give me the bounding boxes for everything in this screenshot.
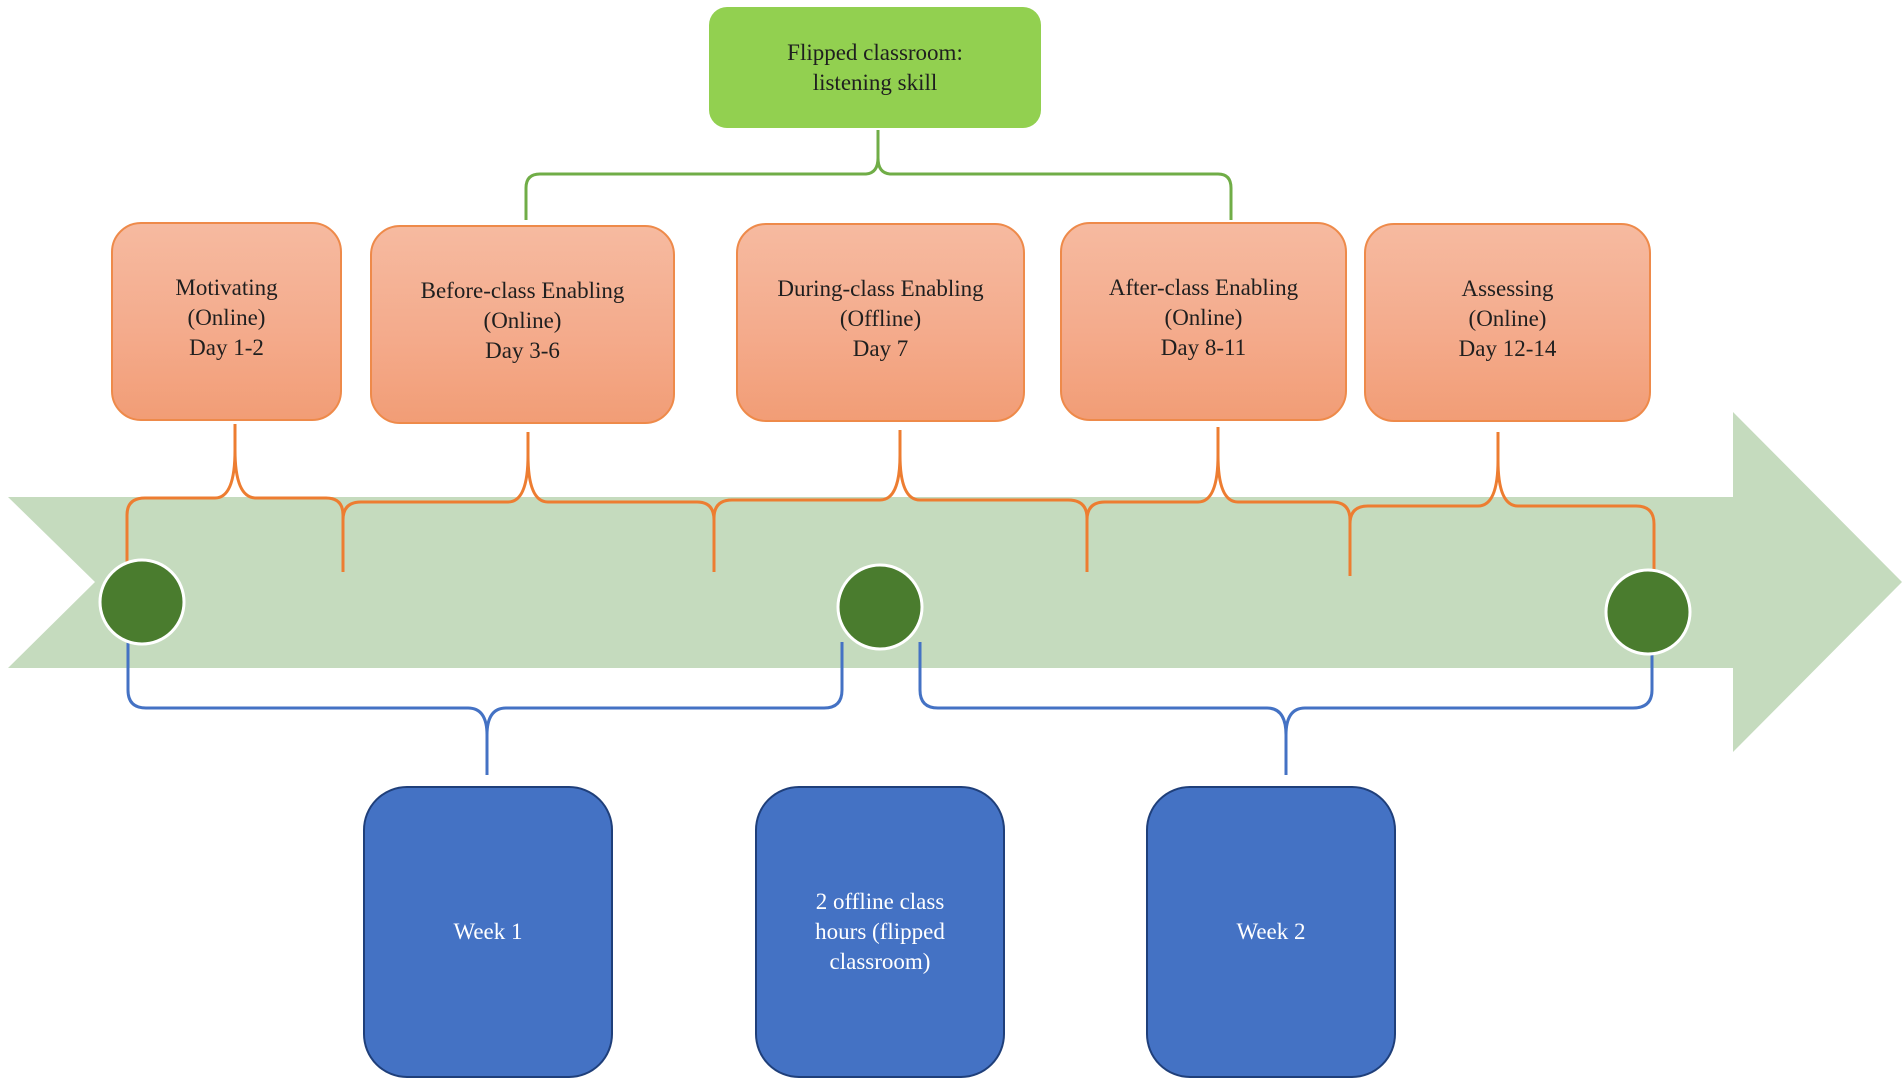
week-1-label: Week 1 [453,919,523,944]
bracket-after-class [1085,427,1352,576]
phase-title: Motivating [175,274,278,300]
phase-days: Day 12-14 [1458,335,1557,361]
phase-days: Day 3-6 [485,337,560,363]
phase-assessing: Assessing (Online) Day 12-14 [1364,223,1651,422]
phase-mode: (Online) [483,307,562,333]
bracket-during-class [712,430,1089,572]
phase-days: Day 7 [852,335,909,361]
week-2-box: Week 2 [1146,786,1396,1078]
phase-title: Before-class Enabling [420,277,625,303]
root-title-line-2: listening skill [812,69,938,95]
phase-mode: (Online) [1468,305,1547,331]
milestone-start [98,558,186,646]
phase-mode: (Online) [1164,304,1243,330]
phase-brackets [125,424,1656,576]
milestone-middle [836,563,924,651]
offline-line-3: classroom) [829,949,931,974]
phase-days: Day 8-11 [1160,334,1247,360]
offline-line-2: hours (flipped [815,919,945,944]
phase-title: After-class Enabling [1108,274,1299,300]
bracket-assessing [1348,432,1656,576]
root-node: Flipped classroom: listening skill [709,7,1041,128]
offline-line-1: 2 offline class [815,889,945,914]
bracket-motivating [125,424,345,572]
phase-mode: (Online) [187,304,266,330]
phase-mode: (Offline) [839,305,922,331]
phase-before-class-enabling: Before-class Enabling (Online) Day 3-6 [370,225,675,424]
milestone-end [1604,568,1692,656]
root-connector [524,130,1233,220]
phase-after-class-enabling: After-class Enabling (Online) Day 8-11 [1060,222,1347,421]
phase-title: Assessing [1461,275,1554,301]
phase-motivating: Motivating (Online) Day 1-2 [111,222,342,421]
root-title-line-1: Flipped classroom: [787,39,963,65]
bracket-week-2 [918,642,1654,775]
phase-days: Day 1-2 [189,334,264,360]
week-1-box: Week 1 [363,786,613,1078]
week-brackets [126,642,1654,775]
bracket-week-1 [126,642,844,775]
phase-during-class-enabling: During-class Enabling (Offline) Day 7 [736,223,1025,422]
week-2-label: Week 2 [1236,919,1306,944]
offline-hours-box: 2 offline class hours (flipped classroom… [755,786,1005,1078]
timeline-arrow [8,412,1902,752]
phase-title: During-class Enabling [777,275,984,301]
